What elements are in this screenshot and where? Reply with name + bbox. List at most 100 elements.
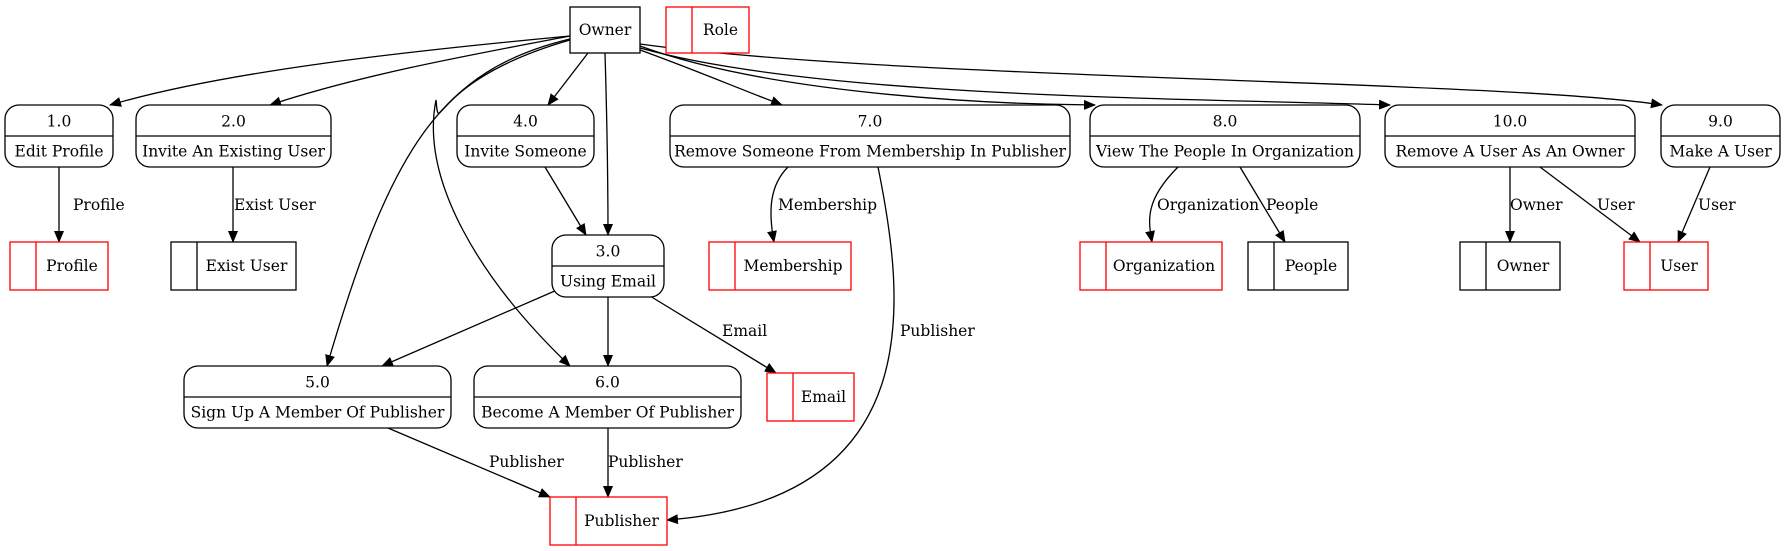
store-box (549, 496, 668, 546)
process-label: Remove Someone From Membership In Publis… (674, 143, 1066, 161)
entity-label: Owner (579, 21, 632, 39)
store-own[interactable]: Owner (1459, 241, 1561, 291)
process-label: Invite Someone (464, 143, 586, 161)
flow-arrow (544, 166, 587, 236)
store-user[interactable]: User (1623, 241, 1709, 291)
store-memb[interactable]: Membership (708, 241, 852, 291)
entity-box (569, 6, 641, 54)
flow-label: Publisher (489, 453, 564, 471)
store-box (708, 241, 852, 291)
flow-arrow (1239, 166, 1286, 243)
flow-label: User (1698, 196, 1736, 214)
flow-label: Membership (778, 196, 877, 214)
entity-owner[interactable]: Owner (569, 6, 641, 54)
flow-p8-to-s_ppl: People (1239, 166, 1318, 243)
flow-label: People (1266, 196, 1318, 214)
flow-owner-to-p2 (269, 35, 571, 107)
flow-p3-to-p5 (381, 289, 558, 367)
flow-arrow (767, 166, 789, 243)
flow-p7-to-s_pub: Publisher (666, 166, 975, 525)
flow-owner-to-p1 (109, 35, 571, 107)
store-pub[interactable]: Publisher (549, 496, 668, 546)
flow-label: User (1597, 196, 1635, 214)
store-label: Publisher (584, 512, 659, 530)
store-role[interactable]: Role (665, 6, 750, 54)
flow-label: Publisher (900, 322, 975, 340)
flow-p8-to-s_org: Organization (1145, 166, 1259, 243)
process-label: Invite An Existing User (142, 143, 325, 161)
process-number: 6.0 (595, 374, 620, 392)
flow-arrow (1145, 166, 1179, 243)
store-box (1247, 241, 1349, 291)
flow-p10-to-s_own: Owner (1505, 167, 1563, 243)
flow-arrow (639, 49, 783, 106)
flow-owner-to-p3 (602, 52, 613, 236)
store-org[interactable]: Organization (1079, 241, 1223, 291)
flow-p6-to-s_pub: Publisher (603, 428, 683, 498)
process-label: View The People In Organization (1095, 143, 1354, 161)
store-label: User (1660, 257, 1698, 275)
flow-p10-to-s_user: User (1539, 166, 1641, 243)
flow-label: Publisher (608, 453, 683, 471)
flow-arrow (387, 427, 551, 498)
process-number: 8.0 (1213, 113, 1238, 131)
flow-owner-to-p5 (325, 38, 571, 367)
process-number: 1.0 (47, 113, 72, 131)
process-number: 4.0 (513, 113, 538, 131)
flow-label: Email (722, 322, 767, 340)
process-number: 3.0 (596, 243, 621, 261)
process-label: Make A User (1669, 143, 1772, 161)
store-label: Owner (1497, 257, 1550, 275)
process-number: 7.0 (858, 113, 883, 131)
store-label: Email (801, 388, 846, 406)
flow-label: Exist User (234, 196, 316, 214)
process-number: 10.0 (1493, 113, 1528, 131)
store-box (1079, 241, 1223, 291)
flow-p3-to-s_email: Email (649, 295, 777, 374)
flow-p4-to-p3 (544, 166, 587, 236)
flow-label: Owner (1510, 196, 1563, 214)
flow-owner-to-p6 (432, 39, 571, 367)
store-email[interactable]: Email (766, 372, 855, 422)
flow-arrow (1539, 166, 1641, 243)
process-number: 2.0 (221, 113, 246, 131)
flow-arrow (432, 39, 571, 367)
flow-owner-to-p8 (639, 45, 1096, 110)
flow-arrow (325, 38, 571, 367)
store-label: People (1285, 257, 1337, 275)
process-label: Edit Profile (15, 143, 104, 161)
flow-owner-to-p4 (547, 52, 589, 106)
flow-p9-to-s_user: User (1677, 166, 1736, 243)
flow-owner-to-p10 (639, 47, 1391, 110)
store-label: Organization (1113, 257, 1215, 275)
store-label: Role (703, 21, 738, 39)
process-label: Remove A User As An Owner (1395, 143, 1625, 161)
store-label: Profile (46, 257, 98, 275)
process-label: Sign Up A Member Of Publisher (191, 404, 445, 422)
flow-p7-to-s_memb: Membership (767, 166, 877, 243)
flow-arrow (639, 45, 1096, 110)
flow-p1-to-s_prof: Profile (54, 167, 125, 243)
flow-arrow (602, 52, 613, 236)
store-box (9, 241, 109, 291)
flow-arrow (666, 166, 895, 525)
store-exist[interactable]: Exist User (170, 241, 297, 291)
store-prof[interactable]: Profile (9, 241, 109, 291)
store-ppl[interactable]: People (1247, 241, 1349, 291)
store-box (665, 6, 750, 54)
process-number: 5.0 (305, 374, 330, 392)
store-label: Exist User (206, 257, 288, 275)
flow-p2-to-s_exist: Exist User (228, 167, 316, 243)
